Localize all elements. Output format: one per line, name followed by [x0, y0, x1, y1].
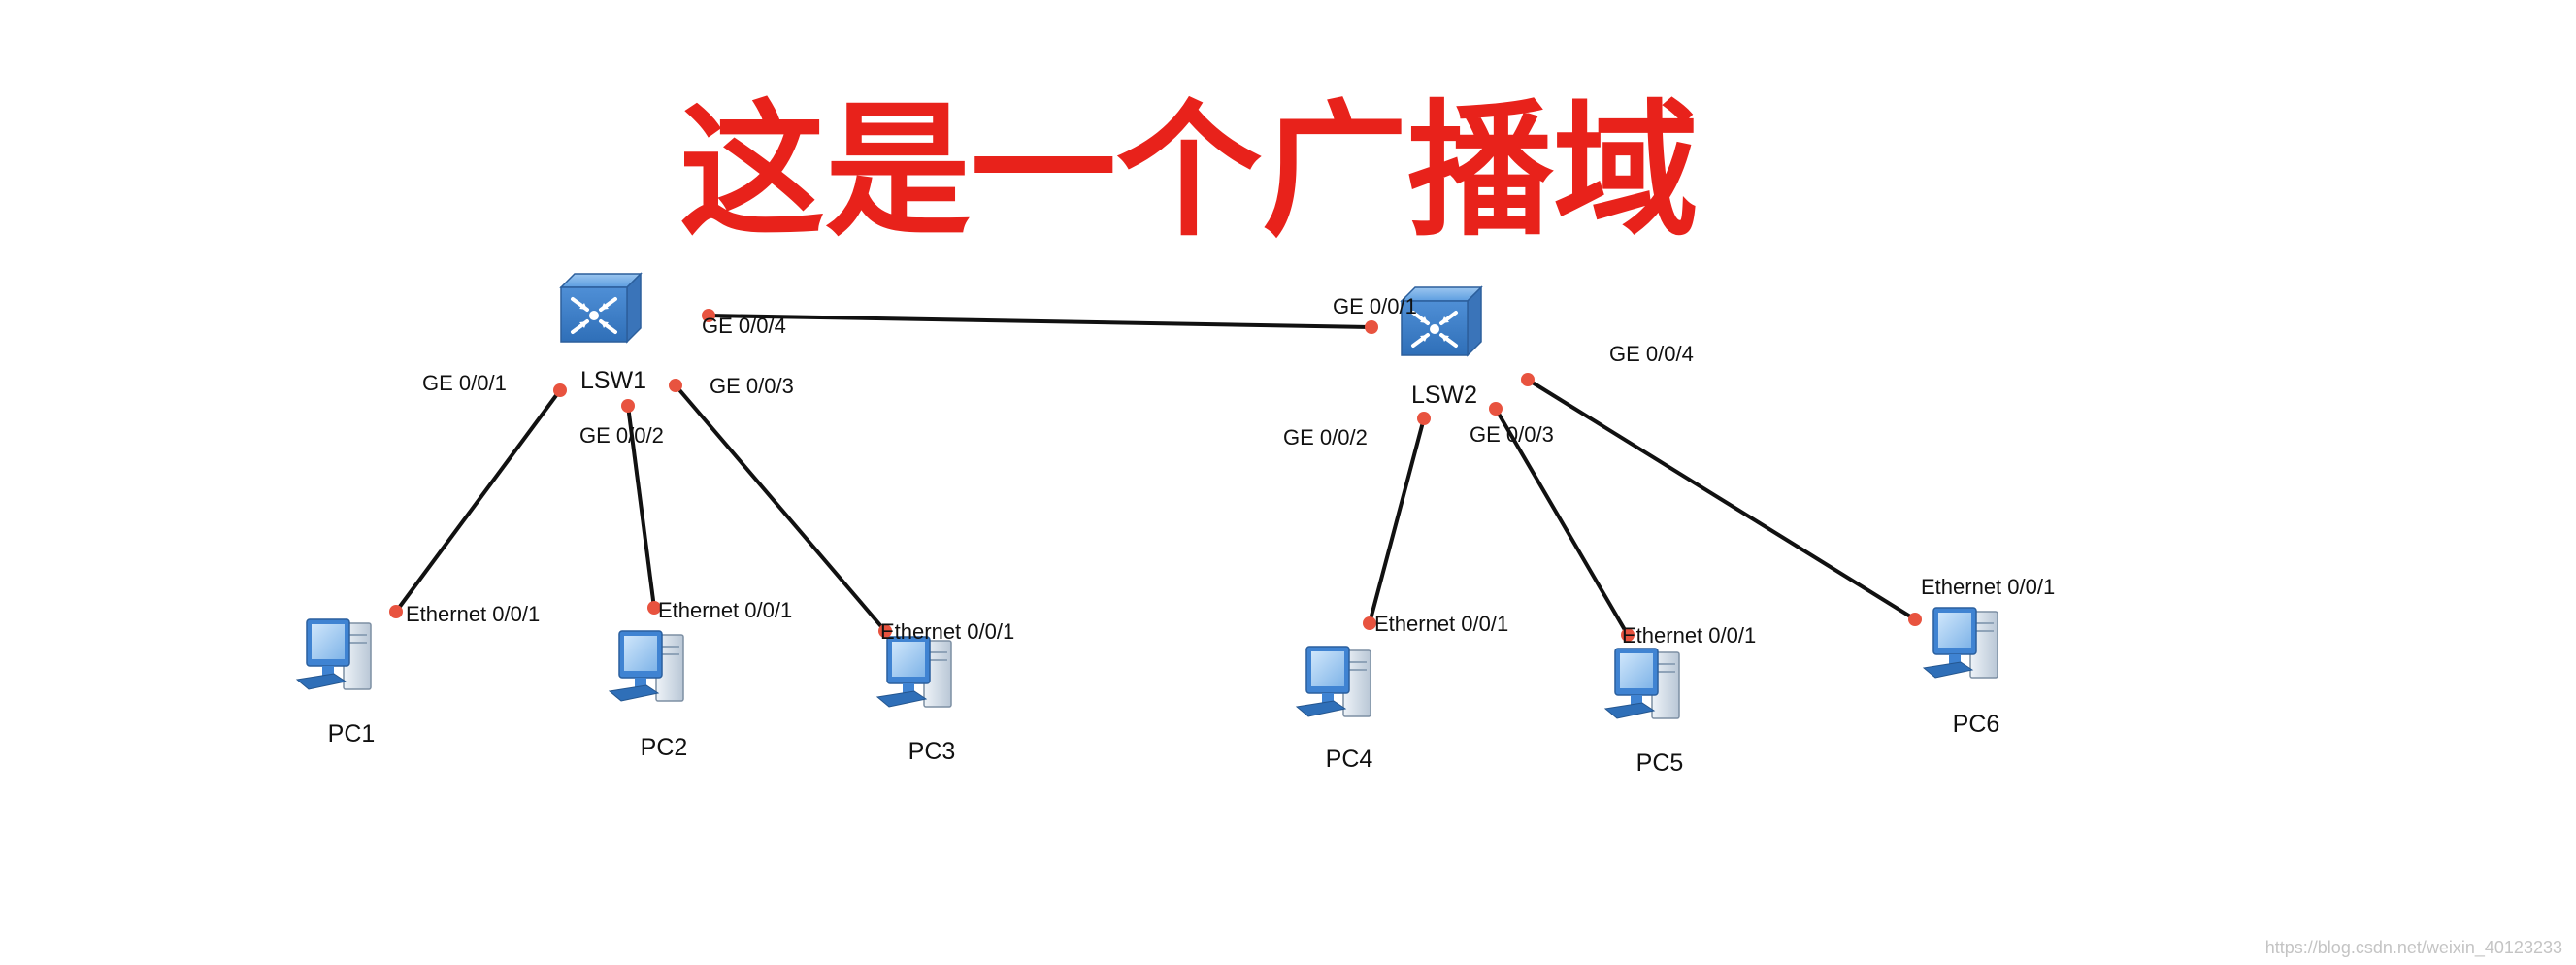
link-lsw1-lsw2 [708, 314, 1372, 329]
device-label: PC2 [641, 734, 688, 761]
port-label-lsw1: GE 0/0/2 [579, 423, 664, 448]
node-pc6[interactable]: PC6 [1923, 607, 2000, 738]
switch-icon [559, 272, 643, 344]
port-label-pc1: Ethernet 0/0/1 [406, 602, 540, 626]
link-lsw1-pc1 [394, 388, 562, 614]
port-dot [389, 605, 403, 618]
device-label: PC4 [1326, 746, 1373, 773]
port-label-pc3: Ethernet 0/0/1 [880, 619, 1014, 644]
node-pc4[interactable]: PC4 [1296, 646, 1373, 773]
link-lsw1-pc2 [626, 405, 656, 609]
port-dot [1363, 616, 1376, 630]
port-label-pc5: Ethernet 0/0/1 [1622, 623, 1756, 648]
port-label-lsw1: GE 0/0/1 [422, 371, 507, 395]
pc-icon [876, 636, 952, 708]
port-label-lsw2: GE 0/0/1 [1333, 294, 1417, 318]
port-label-lsw1: GE 0/0/4 [702, 314, 786, 338]
port-dot [1417, 412, 1431, 425]
node-pc3[interactable]: PC3 [876, 636, 956, 765]
device-label: PC1 [328, 720, 376, 748]
port-dot [621, 399, 635, 413]
port-label-pc2: Ethernet 0/0/1 [658, 598, 792, 622]
port-dot [1489, 402, 1503, 416]
pc-icon [1296, 646, 1371, 717]
port-label-pc4: Ethernet 0/0/1 [1374, 612, 1508, 636]
node-lsw1[interactable]: LSW1 [559, 272, 646, 394]
port-dot [1365, 320, 1378, 334]
pc-icon [1923, 607, 1998, 679]
link-lsw2-pc5 [1494, 407, 1630, 637]
device-label: LSW2 [1411, 382, 1477, 409]
port-dot [647, 601, 661, 615]
port-dot [878, 624, 892, 638]
diagram-title: 这是一个广播域 [679, 87, 1699, 256]
node-pc1[interactable]: PC1 [296, 618, 376, 748]
pc-icon [1604, 648, 1680, 719]
port-dot [669, 379, 682, 392]
device-label: PC3 [908, 738, 956, 765]
port-label-lsw2: GE 0/0/2 [1283, 425, 1368, 449]
device-label: PC6 [1953, 711, 2000, 738]
node-lsw2[interactable]: LSW2 [1400, 285, 1483, 409]
node-pc5[interactable]: PC5 [1604, 648, 1684, 777]
pc-icon [609, 630, 684, 702]
port-dot [553, 383, 567, 397]
link-lsw2-pc4 [1368, 417, 1426, 624]
link-lsw1-pc3 [674, 383, 887, 633]
port-dot [1521, 373, 1535, 386]
port-label-lsw2: GE 0/0/4 [1609, 342, 1694, 366]
port-label-lsw2: GE 0/0/3 [1470, 422, 1554, 447]
watermark: https://blog.csdn.net/weixin_40123233 [2265, 938, 2562, 958]
pc-icon [296, 618, 372, 690]
node-pc2[interactable]: PC2 [609, 630, 688, 761]
link-lsw2-pc6 [1526, 378, 1917, 621]
port-dot [702, 309, 715, 322]
device-label: PC5 [1636, 749, 1684, 777]
port-label-lsw1: GE 0/0/3 [710, 374, 794, 398]
device-label: LSW1 [580, 367, 646, 394]
port-dot [1621, 628, 1635, 642]
port-dot [1908, 613, 1922, 626]
port-label-pc6: Ethernet 0/0/1 [1921, 575, 2055, 599]
